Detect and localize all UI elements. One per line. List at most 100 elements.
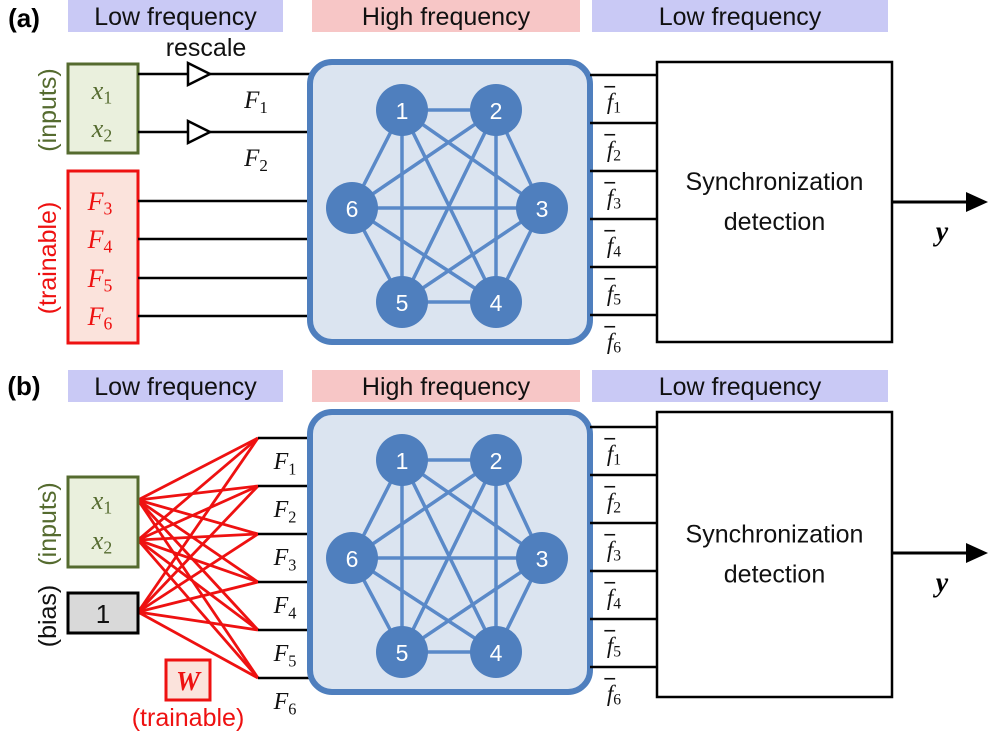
- panel-b-line-label-f4-text: F4: [273, 593, 297, 622]
- panel-a-trainable-label: (trainable): [34, 202, 62, 315]
- panel-a-oscillator-node: [516, 182, 568, 234]
- panel-b-coupling-edge: [351, 556, 497, 654]
- panel-b-output-f3-text: f3: [607, 537, 621, 564]
- panel-a-sync-detector-box: [655, 60, 894, 344]
- panel-b-line-label-f2: F2: [273, 497, 297, 526]
- panel-a-input-x1: x1: [91, 76, 112, 108]
- panel-b-node-label: 6: [346, 546, 359, 572]
- panel-a-output-f5: f5: [604, 277, 621, 308]
- panel-a-output-f4: f4: [604, 229, 621, 260]
- panel-b-output-f2-text: f2: [607, 489, 621, 516]
- panel-a-high-freq-label: High frequency: [362, 3, 531, 31]
- panel-b-line-label-f1: F1: [273, 449, 297, 478]
- panel-b-line-label-f2-text: F2: [273, 497, 297, 526]
- panel-b-weight-symbol: W: [176, 666, 202, 696]
- panel-a-node-label: 6: [346, 196, 359, 222]
- panel-a-oscillator-node: [470, 276, 522, 328]
- panel-b-weight-line: [136, 539, 260, 679]
- panel-b-output-f4-text: f4: [607, 585, 621, 612]
- panel-b-output-y: y: [933, 568, 949, 599]
- panel-a-trainable-f5-text: F5: [87, 264, 113, 296]
- panel-b-bias-label: (bias): [34, 585, 62, 648]
- panel-b-line-label-f5: F5: [273, 641, 297, 670]
- panel-b-output-f4: f4: [604, 581, 621, 612]
- panel-b-line-label-f6: F6: [273, 689, 297, 718]
- panel-a-node-label: 2: [490, 98, 503, 124]
- panel-a-trainable-f6-text: F6: [87, 302, 113, 334]
- panel-b-coupling-edge: [401, 556, 543, 654]
- panel-b-sync-detector-box: [655, 410, 894, 699]
- panel-b-weight-box: [164, 658, 212, 702]
- panel-a-line-label-f1-text: F1: [243, 87, 268, 117]
- panel-b-oscillator-node: [470, 626, 522, 678]
- panel-b-weight-line: [137, 436, 259, 502]
- panel-b-input-x2-text: x2: [91, 526, 112, 558]
- panel-a-output-f2-text: f2: [607, 137, 621, 164]
- panel-a-node-label: 3: [536, 196, 549, 222]
- panel-a-trainable-f3: F3: [87, 187, 113, 219]
- panel-b-line-label-f1-text: F1: [273, 449, 297, 478]
- panel-b-oscillator-node: [470, 434, 522, 486]
- panel-a-coupling-edge: [351, 108, 497, 210]
- panel-b-weight-line: [137, 484, 259, 502]
- panel-b-weight-line: [137, 532, 259, 614]
- panel-a-output-f6-text: f6: [607, 329, 621, 356]
- panel-b-output-f6-text: f6: [607, 681, 621, 708]
- panel-b-line-label-f4: F4: [273, 593, 297, 622]
- panel-b-high-freq-label: High frequency: [362, 373, 531, 401]
- panel-b-weight-line: [136, 485, 260, 613]
- panel-b-node-label: 5: [396, 640, 409, 666]
- panel-a-output-f3-text: f3: [607, 185, 621, 212]
- panel-a-output-y: y: [933, 217, 949, 248]
- panel-a-trainable-f4-text: F4: [87, 225, 113, 257]
- panel-b-output-f6: f6: [604, 677, 621, 708]
- panel-b-node-label: 1: [396, 448, 409, 474]
- panel-b-node-label: 2: [490, 448, 503, 474]
- panel-a-low-freq-left-band: [68, 0, 283, 32]
- panel-b-bias-value: 1: [96, 599, 110, 629]
- panel-b-weight-line: [137, 532, 259, 542]
- panel-a-oscillator-node: [326, 182, 378, 234]
- panel-a-output-f1: f1: [604, 85, 621, 116]
- panel-a-coupling-edge: [400, 109, 498, 303]
- panel-b-inputs-label: (inputs): [34, 482, 62, 565]
- panel-a-output-f1-text: f1: [607, 89, 621, 116]
- panel-b-weight-line: [136, 437, 260, 613]
- panel-a-line-label-f1: F1: [243, 87, 268, 117]
- panel-b-output-f1-text: f1: [607, 441, 621, 468]
- panel-b-coupling-edge: [400, 459, 498, 653]
- panel-a-input-x1-text: x1: [91, 76, 112, 108]
- panel-a-oscillator-node: [376, 276, 428, 328]
- panel-a-oscillator-node: [470, 84, 522, 136]
- panel-a-output-f5-text: f5: [607, 281, 621, 308]
- panel-a-tag: (a): [8, 3, 40, 33]
- panel-a-node-label: 4: [490, 290, 503, 316]
- panel-b-inputs-box: [66, 475, 140, 569]
- panel-b-low-freq-right-label: Low frequency: [659, 373, 822, 401]
- panel-b-output-f1: f1: [604, 437, 621, 468]
- panel-b-high-freq-band: [312, 370, 580, 402]
- panel-a-node-label: 5: [396, 290, 409, 316]
- panel-b-oscillator-network: 1 2 3 4 5 6: [307, 409, 593, 695]
- panel-a-trainable-f4: F4: [87, 225, 113, 257]
- panel-b-weight-line: [137, 538, 259, 584]
- panel-b-node-label: 4: [490, 640, 503, 666]
- panel-b-output-f3: f3: [604, 533, 621, 564]
- panel-b-low-freq-right-band: [592, 370, 888, 402]
- panel-a-line-label-f2-text: F2: [243, 145, 268, 175]
- panel-b-weight-line: [137, 436, 259, 542]
- panel-b-detector-line2: detection: [724, 561, 825, 589]
- panel-a-coupling-edge: [401, 206, 543, 304]
- panel-b-bias-box: [66, 591, 140, 635]
- panel-a-low-freq-right-label: Low frequency: [659, 3, 822, 31]
- panel-a-low-freq-left-label: Low frequency: [94, 3, 257, 31]
- panel-a-detector-line1: Synchronization: [686, 168, 864, 196]
- panel-a-input-x2: x2: [91, 114, 112, 146]
- panel-a-high-freq-band: [312, 0, 580, 32]
- panel-a-inputs-box: [66, 62, 140, 155]
- panel-b-line-label-f5-text: F5: [273, 641, 297, 670]
- panel-b-output-f5: f5: [604, 629, 621, 660]
- panel-b-node-label: 3: [536, 546, 549, 572]
- panel-b-low-freq-left-label: Low frequency: [94, 373, 257, 401]
- panel-b-detector-line1: Synchronization: [686, 521, 864, 549]
